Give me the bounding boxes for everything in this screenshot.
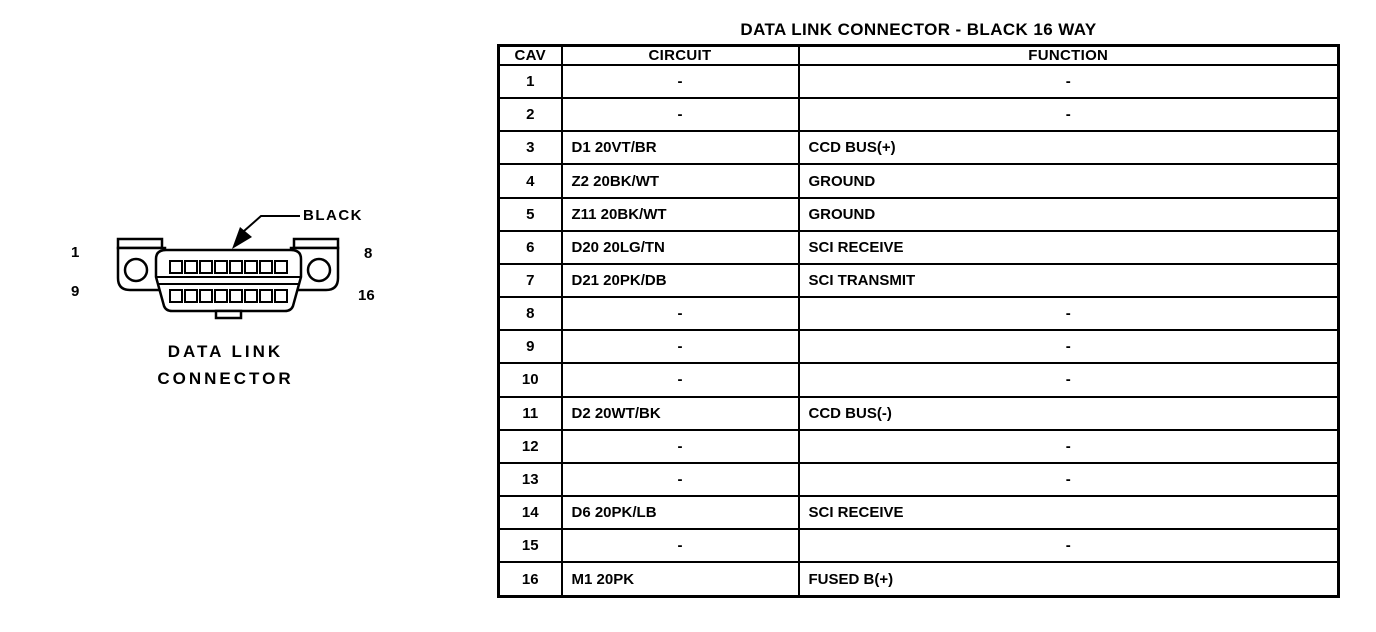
pinout-row: 13 - - bbox=[497, 461, 1340, 498]
cav-cell: 14 bbox=[497, 495, 563, 531]
cav-cell: 10 bbox=[497, 362, 563, 398]
circuit-cell: D21 20PK/DB bbox=[560, 262, 800, 299]
pin-label-8: 8 bbox=[364, 245, 373, 262]
circuit-cell: - bbox=[560, 528, 800, 564]
circuit-cell: - bbox=[560, 329, 800, 365]
cav-cell: 7 bbox=[497, 262, 563, 299]
pin-label-16: 16 bbox=[358, 287, 375, 304]
pinout-row: 12 - - bbox=[497, 428, 1340, 464]
pinout-row: 7 D21 20PK/DB SCI TRANSMIT bbox=[497, 262, 1340, 299]
pinout-row: 14 D6 20PK/LB SCI RECEIVE bbox=[497, 495, 1340, 531]
function-cell: SCI TRANSMIT bbox=[797, 262, 1340, 299]
pinout-row: 1 - - bbox=[497, 63, 1340, 100]
circuit-cell: - bbox=[560, 362, 800, 398]
cav-cell: 4 bbox=[497, 163, 563, 199]
cav-cell: 1 bbox=[497, 63, 563, 100]
cav-cell: 16 bbox=[497, 561, 563, 598]
cav-cell: 8 bbox=[497, 296, 563, 332]
pin-label-1: 1 bbox=[71, 244, 80, 261]
function-cell: - bbox=[797, 97, 1340, 133]
circuit-cell: M1 20PK bbox=[560, 561, 800, 598]
connector-bottom-tab bbox=[214, 309, 243, 320]
function-cell: - bbox=[797, 461, 1340, 498]
pinout-row: 2 - - bbox=[497, 97, 1340, 133]
pinout-row: 9 - - bbox=[497, 329, 1340, 365]
col-header-circuit: CIRCUIT bbox=[560, 44, 800, 66]
circuit-cell: Z11 20BK/WT bbox=[560, 196, 800, 232]
connector-left-ear bbox=[116, 237, 167, 292]
circuit-cell: - bbox=[560, 63, 800, 100]
pinout-table: CAV CIRCUIT FUNCTION 1 - - 2 - - 3 D1 20… bbox=[497, 44, 1340, 598]
pinout-row: 4 Z2 20BK/WT GROUND bbox=[497, 163, 1340, 199]
connector-caption: DATA LINK CONNECTOR bbox=[108, 338, 343, 392]
pinout-row: 10 - - bbox=[497, 362, 1340, 398]
col-header-cav: CAV bbox=[497, 44, 563, 66]
circuit-cell: D20 20LG/TN bbox=[560, 229, 800, 265]
pinout-header-row: CAV CIRCUIT FUNCTION bbox=[497, 44, 1340, 66]
circuit-cell: Z2 20BK/WT bbox=[560, 163, 800, 199]
cav-cell: 5 bbox=[497, 196, 563, 232]
pinout-row: 5 Z11 20BK/WT GROUND bbox=[497, 196, 1340, 232]
function-cell: - bbox=[797, 296, 1340, 332]
cav-cell: 6 bbox=[497, 229, 563, 265]
col-header-function: FUNCTION bbox=[797, 44, 1340, 66]
cav-cell: 12 bbox=[497, 428, 563, 464]
cav-cell: 2 bbox=[497, 97, 563, 133]
pinout-table-body: 1 - - 2 - - 3 D1 20VT/BR CCD BUS(+) 4 Z2… bbox=[497, 63, 1340, 598]
circuit-cell: - bbox=[560, 97, 800, 133]
function-cell: - bbox=[797, 528, 1340, 564]
circuit-cell: - bbox=[560, 296, 800, 332]
circuit-cell: - bbox=[560, 461, 800, 498]
data-link-connector-diagram bbox=[116, 215, 340, 320]
pinout-row: 11 D2 20WT/BK CCD BUS(-) bbox=[497, 395, 1340, 431]
right-screw-hole bbox=[306, 257, 332, 283]
left-screw-hole bbox=[123, 257, 149, 283]
function-cell: FUSED B(+) bbox=[797, 561, 1340, 598]
function-cell: GROUND bbox=[797, 163, 1340, 199]
function-cell: - bbox=[797, 362, 1340, 398]
function-cell: SCI RECEIVE bbox=[797, 229, 1340, 265]
table-title: DATA LINK CONNECTOR - BLACK 16 WAY bbox=[740, 20, 1097, 39]
circuit-cell: D1 20VT/BR bbox=[560, 130, 800, 166]
function-cell: CCD BUS(-) bbox=[797, 395, 1340, 431]
pinout-row: 15 - - bbox=[497, 528, 1340, 564]
function-cell: CCD BUS(+) bbox=[797, 130, 1340, 166]
pin-label-9: 9 bbox=[71, 283, 80, 300]
pinout-row: 8 - - bbox=[497, 296, 1340, 332]
cav-cell: 11 bbox=[497, 395, 563, 431]
function-cell: SCI RECEIVE bbox=[797, 495, 1340, 531]
pin-row-bottom bbox=[169, 289, 288, 303]
pinout-row: 16 M1 20PK FUSED B(+) bbox=[497, 561, 1340, 598]
function-cell: - bbox=[797, 329, 1340, 365]
circuit-cell: D6 20PK/LB bbox=[560, 495, 800, 531]
function-cell: GROUND bbox=[797, 196, 1340, 232]
cav-cell: 15 bbox=[497, 528, 563, 564]
connector-caption-line1: DATA LINK bbox=[167, 342, 284, 361]
connector-middle-band bbox=[156, 276, 301, 285]
connector-right-ear bbox=[289, 237, 340, 292]
pinout-row: 3 D1 20VT/BR CCD BUS(+) bbox=[497, 130, 1340, 166]
connector-color-label: BLACK bbox=[303, 207, 363, 224]
cav-cell: 13 bbox=[497, 461, 563, 498]
circuit-cell: - bbox=[560, 428, 800, 464]
black-callout-arrow bbox=[232, 215, 300, 249]
function-cell: - bbox=[797, 63, 1340, 100]
cav-cell: 3 bbox=[497, 130, 563, 166]
circuit-cell: D2 20WT/BK bbox=[560, 395, 800, 431]
cav-cell: 9 bbox=[497, 329, 563, 365]
connector-caption-line2: CONNECTOR bbox=[157, 369, 294, 388]
function-cell: - bbox=[797, 428, 1340, 464]
pin-row-top bbox=[169, 260, 288, 274]
pinout-row: 6 D20 20LG/TN SCI RECEIVE bbox=[497, 229, 1340, 265]
